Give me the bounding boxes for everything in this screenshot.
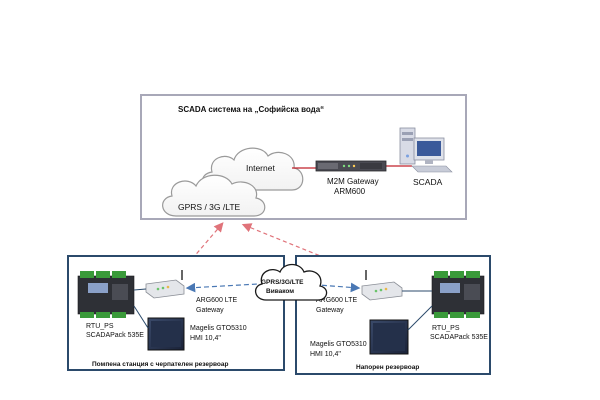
right-rtu-icon: [431, 271, 485, 318]
right-station-footer: Напорен резервоар: [356, 364, 419, 371]
right-rtu-label-1: RTU_PS: [432, 325, 460, 332]
scada-box-title: SCADA система на „Софийска вода“: [178, 105, 324, 114]
scada-computer-icon: [399, 127, 453, 173]
gprs-label: GPRS / 3G /LTE: [178, 202, 241, 212]
left-gateway-label-2: Gateway: [196, 307, 224, 314]
scada-label: SCADA: [413, 177, 443, 187]
left-hmi-label-2: HMI 10,4": [190, 335, 221, 342]
left-rtu-gateway-link: [133, 288, 147, 291]
right-gateway-label-2: Gateway: [316, 307, 344, 314]
right-hmi-panel-icon: [369, 319, 409, 355]
m2m-gateway-label-2: ARM600: [334, 187, 366, 196]
left-hmi-label-1: Magelis GTO5310: [190, 325, 247, 332]
right-rtu-label-2: SCADAPack 535E: [430, 334, 488, 341]
left-gateway-to-cloud-link: [185, 282, 259, 293]
left-station-box: RTU_PS SCADAPack 535E ARG600 LTE Gateway…: [67, 255, 285, 371]
center-cloud-label-2: Виваком: [266, 288, 294, 295]
right-lte-gateway-icon: [361, 270, 403, 301]
left-gateway-label-1: ARG600 LTE: [196, 297, 237, 304]
internet-label: Internet: [246, 163, 275, 173]
m2m-gateway-label-1: M2M Gateway: [327, 177, 379, 186]
gprs-cloud-icon: [162, 174, 266, 217]
m2m-gateway-icon: [315, 160, 387, 172]
left-rtu-hmi-link: [133, 305, 149, 329]
vivacom-cloud-icon: [255, 263, 328, 301]
right-station-box: ARG600 LTE Gateway RTU_PS SCADAPack 535E…: [295, 255, 491, 375]
left-rtu-icon: [77, 271, 135, 318]
left-hmi-panel-icon: [147, 317, 185, 351]
left-station-footer: Помпена станция с черпателен резервоар: [92, 361, 229, 368]
left-rtu-label-2: SCADAPack 535E: [86, 332, 144, 339]
right-gateway-label-1: ARG600 LTE: [316, 297, 357, 304]
left-rtu-label-1: RTU_PS: [86, 323, 114, 330]
left-lte-gateway-icon: [145, 270, 185, 299]
right-hmi-label-2: HMI 10,4": [310, 351, 341, 358]
right-hmi-label-1: Magelis GTO5310: [310, 341, 367, 348]
right-rtu-hmi-link: [407, 305, 433, 331]
gprs-to-left-gateway-link: [184, 222, 224, 268]
scada-system-box: SCADA система на „Софийска вода“ Interne…: [140, 94, 467, 220]
center-cloud-label-1: GPRS/3G/LTE: [261, 279, 304, 286]
